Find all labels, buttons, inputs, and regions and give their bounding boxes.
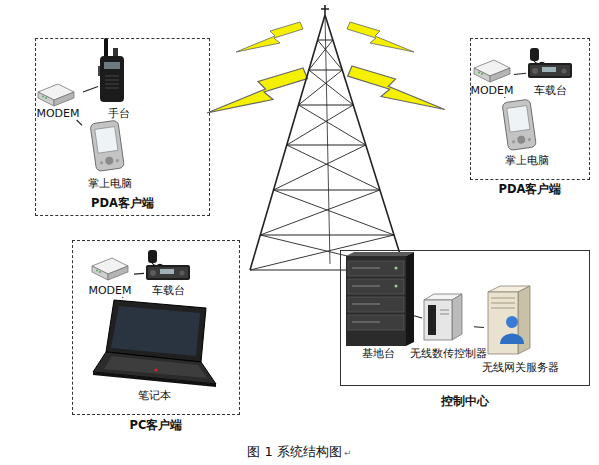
antenna-tower [250,5,405,270]
cable-line [514,73,526,74]
mobile-radio: 车载台 [526,44,574,97]
handheld-radio: 手台 [98,38,140,120]
device-label: MODEM [36,107,79,120]
device-label: 手台 [108,107,130,120]
device-label: 车载台 [534,84,567,97]
device-label: 笔记本 [138,389,171,402]
base-station-rack [346,252,414,346]
modem-icon [38,84,74,106]
client-group: PDA客户端 MODEM 手台掌上电脑 [35,38,210,216]
pda-device: 掌上电脑 [497,98,557,167]
gateway-server [488,286,530,354]
cable-line [414,316,422,318]
client-group: PC客户端 MODEM 车载台笔记本 [72,240,240,432]
device-label: 无线网关服务器 [482,361,559,374]
control-center: 控制中心 基地台 无线数传控制器无线网关服务器 [340,250,590,408]
cable-line [474,326,484,328]
data-controller: 无线数传控制器 [422,290,474,360]
client-group: PDA客户端 MODEM 车载台掌上电脑 [470,38,590,196]
gateway-server: 无线网关服务器 [484,286,556,374]
device-label: MODEM [470,84,513,97]
modem-icon [92,258,128,280]
pda-device: 掌上电脑 [82,118,138,190]
pda-icon [502,99,536,150]
pda-icon [90,120,124,171]
caption-row: 图 1 系统结构图↵ [0,444,599,460]
group-heading: PDA客户端 [499,183,562,196]
mobile-radio-icon [528,48,572,78]
group-heading: 控制中心 [441,395,489,408]
device-label: 无线数传控制器 [410,347,487,360]
modem-device: MODEM [33,82,83,120]
group-frame [72,240,240,415]
laptop-icon [93,300,216,387]
laptop-device: 笔记本 [92,298,216,402]
cable-line [134,273,144,275]
paragraph-mark: ↵ [344,447,352,459]
cable-line [122,297,124,298]
device-label: 基地台 [362,347,395,360]
handheld-radio-icon [98,38,124,102]
modem-icon [474,60,510,82]
device-label: 掌上电脑 [88,177,132,190]
cable-line [83,87,98,92]
group-heading: PDA客户端 [91,197,154,210]
device-label: MODEM [88,284,131,297]
modem-device: MODEM [86,255,134,297]
device-label: 车载台 [152,284,185,297]
group-heading: PC客户端 [130,419,183,432]
figure-caption: 图 1 系统结构图 [247,444,342,460]
cable-line [77,120,82,125]
base-station: 基地台 [342,252,414,360]
modem-device: MODEM [470,57,514,97]
cable-line [504,97,506,98]
mobile-radio-icon [146,250,190,280]
device-label: 掌上电脑 [505,154,549,167]
controller-box [424,294,462,340]
mobile-radio: 车载台 [144,246,192,297]
